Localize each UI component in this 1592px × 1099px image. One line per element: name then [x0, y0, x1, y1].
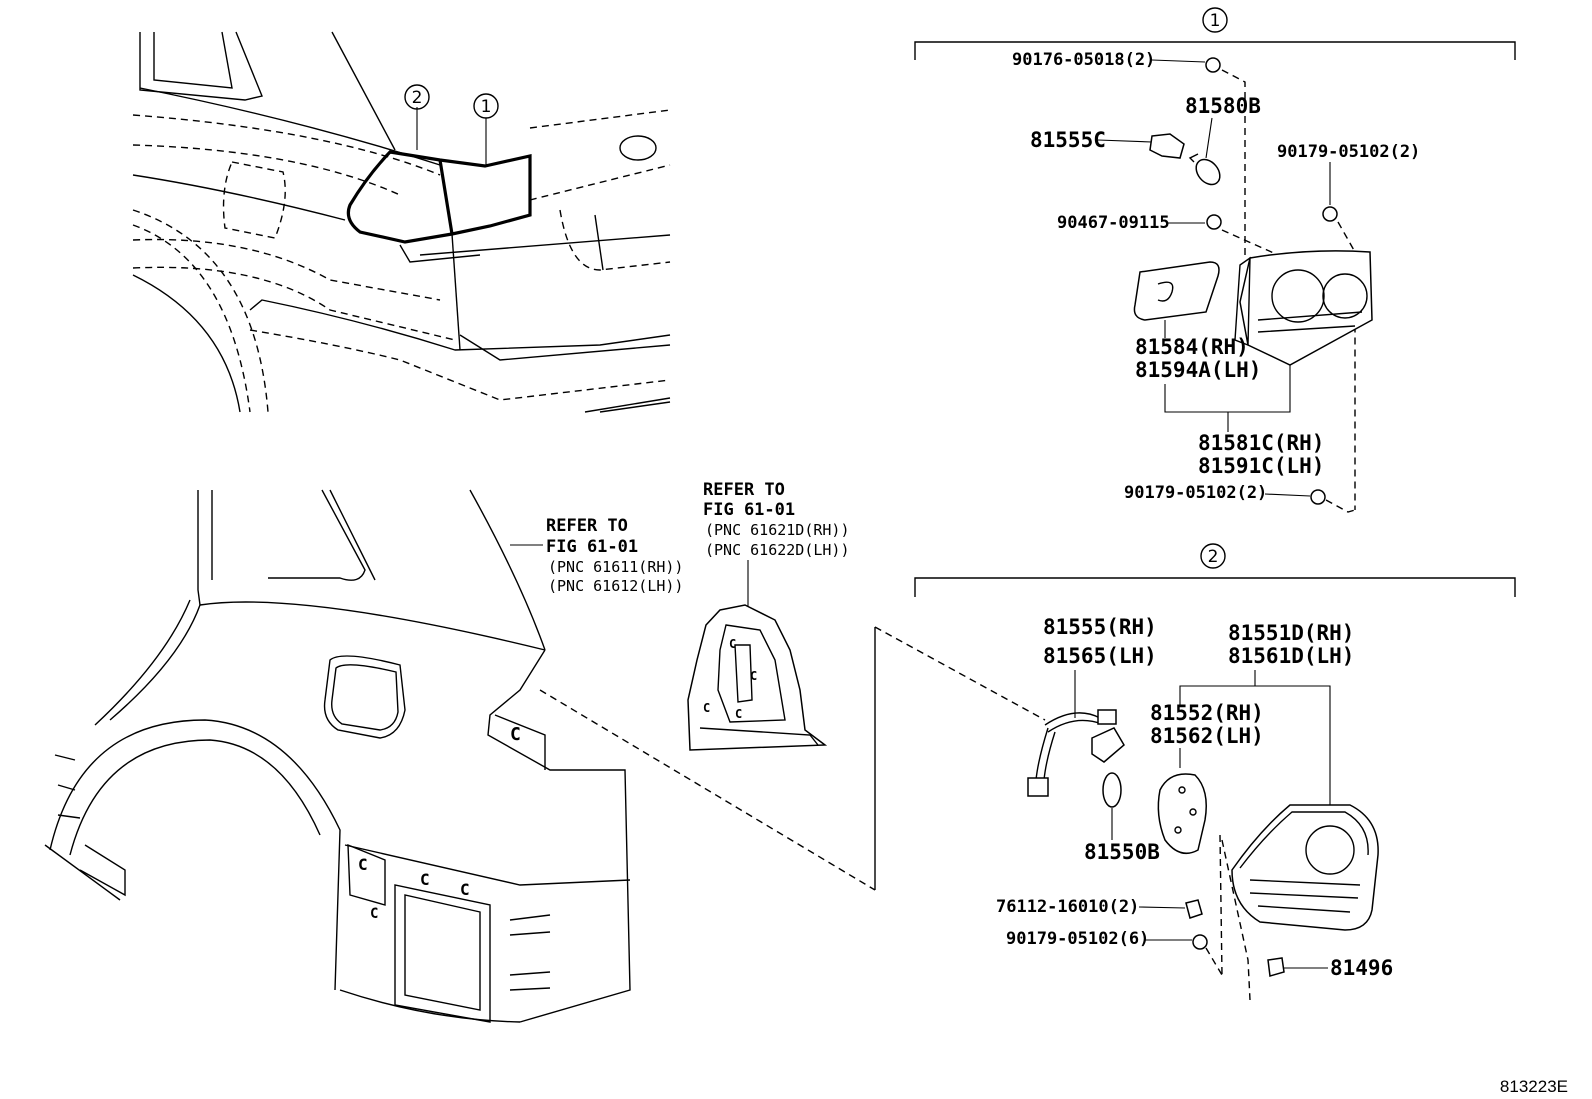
svg-text:C: C: [750, 669, 757, 683]
callout-1-group: 1: [1210, 11, 1221, 31]
refer-left-line2: FIG 61-01: [546, 537, 638, 557]
label-90467-09115: 90467-09115: [1057, 213, 1170, 233]
svg-text:C: C: [460, 880, 470, 899]
rear-corner-overview: 2 1: [132, 31, 671, 413]
callout-1-overview: 1: [481, 97, 492, 117]
refer-left-line3: (PNC 61611(RH)): [548, 558, 683, 576]
label-81555-rh: 81555(RH): [1043, 615, 1157, 639]
refer-right-line1: REFER TO: [703, 480, 785, 500]
group-1-inner-lamp: 1 90176-05018(2) 81580B 81555C 90179-051…: [914, 7, 1516, 513]
quarter-panel-view: C C C C C: [44, 489, 1046, 1023]
svg-text:C: C: [510, 724, 521, 745]
label-81565-lh: 81565(LH): [1043, 644, 1157, 668]
label-76112-16010: 76112-16010(2): [996, 897, 1139, 917]
label-81555C: 81555C: [1030, 128, 1106, 152]
label-81496: 81496: [1330, 956, 1393, 980]
svg-text:C: C: [735, 707, 742, 721]
svg-text:C: C: [370, 906, 378, 922]
label-81552-rh: 81552(RH): [1150, 701, 1264, 725]
refer-right-line2: FIG 61-01: [703, 500, 795, 520]
callout-2-group: 2: [1208, 547, 1219, 567]
label-90179-05102-bottom: 90179-05102(2): [1124, 483, 1267, 503]
refer-right-line3: (PNC 61621D(RH)): [705, 521, 850, 539]
refer-note-left: REFER TO FIG 61-01 (PNC 61611(RH)) (PNC …: [510, 516, 683, 595]
inner-panel-part: C C C C: [687, 604, 828, 751]
label-81561D-lh: 81561D(LH): [1228, 644, 1354, 668]
refer-note-right: REFER TO FIG 61-01 (PNC 61621D(RH)) (PNC…: [703, 480, 850, 608]
label-81581C-rh: 81581C(RH): [1198, 431, 1324, 455]
label-81591C-lh: 81591C(LH): [1198, 454, 1324, 478]
label-81562-lh: 81562(LH): [1150, 724, 1264, 748]
label-81584-rh: 81584(RH): [1135, 335, 1249, 359]
figure-id: 813223E: [1500, 1077, 1568, 1096]
label-90176-05018: 90176-05018(2): [1012, 50, 1155, 70]
refer-left-line1: REFER TO: [546, 516, 628, 536]
callout-2-overview: 2: [412, 88, 423, 108]
svg-text:C: C: [420, 870, 430, 889]
refer-right-line4: (PNC 61622D(LH)): [705, 541, 850, 559]
svg-text:C: C: [358, 855, 368, 874]
svg-text:C: C: [703, 701, 710, 715]
svg-text:C: C: [729, 637, 736, 651]
label-81594A-lh: 81594A(LH): [1135, 358, 1261, 382]
group-2-outer-lamp: 2 81555(RH) 81565(LH) 81550B 81551D(RH) …: [914, 543, 1516, 1001]
label-81550B: 81550B: [1084, 840, 1160, 864]
label-81551D-rh: 81551D(RH): [1228, 621, 1354, 645]
label-90179-05102-six: 90179-05102(6): [1006, 929, 1149, 949]
label-81580B: 81580B: [1185, 94, 1261, 118]
refer-left-line4: (PNC 61612(LH)): [548, 577, 683, 595]
label-90179-05102-top: 90179-05102(2): [1277, 142, 1420, 162]
